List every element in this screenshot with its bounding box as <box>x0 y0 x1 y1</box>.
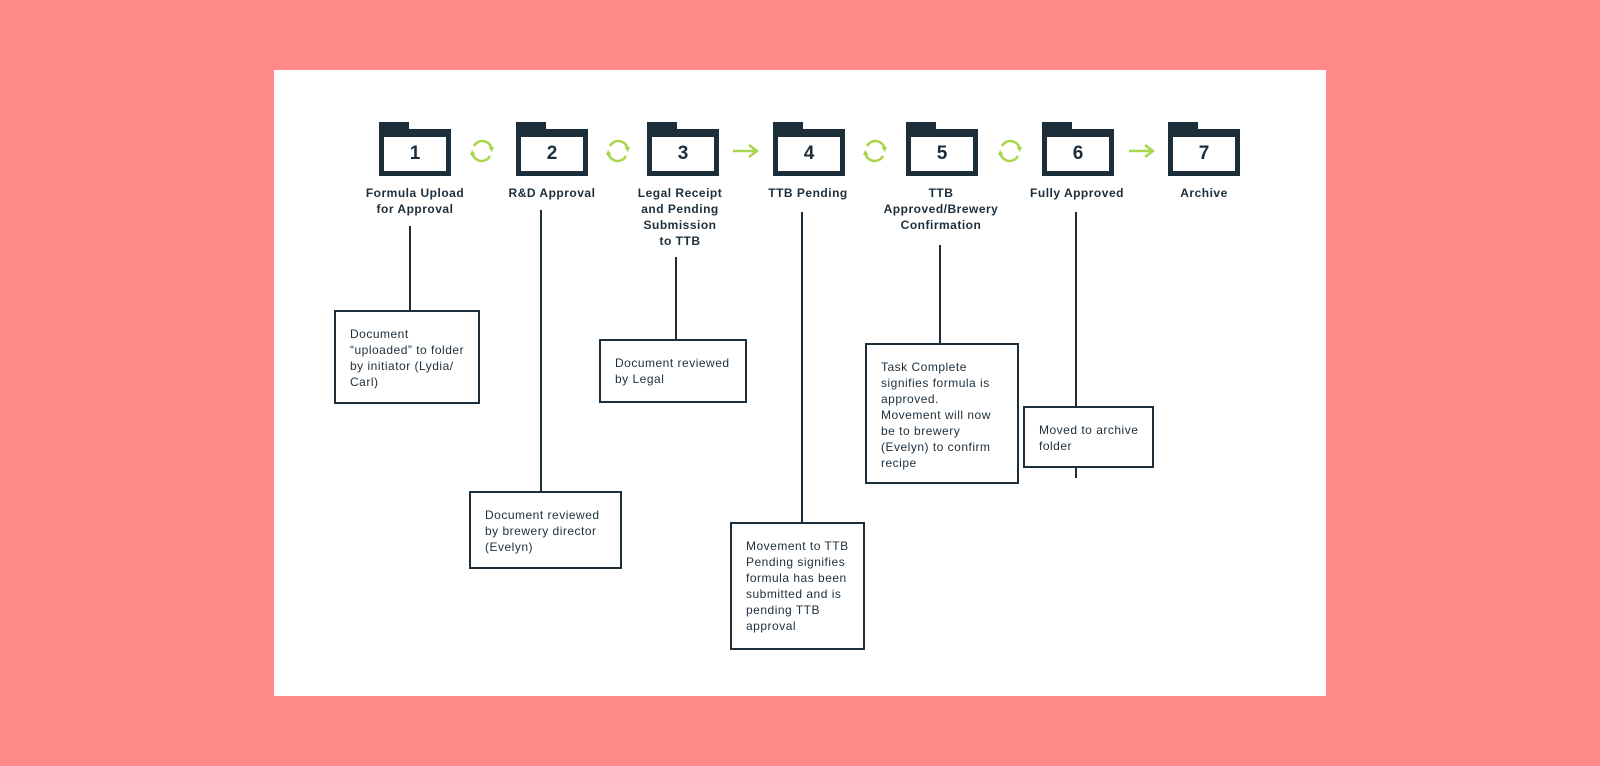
stage-number: 1 <box>384 137 446 171</box>
connector-line <box>1075 212 1077 478</box>
folder-icon: 3 <box>647 122 719 176</box>
stage-number: 3 <box>652 137 714 171</box>
stage-number: 5 <box>911 137 973 171</box>
stage-label: TTB Approved/Brewery Confirmation <box>883 186 999 232</box>
folder-icon: 4 <box>773 122 845 176</box>
connector-line <box>409 226 411 310</box>
note-box: Document “uploaded” to folder by initiat… <box>334 310 480 404</box>
cycle-arrows-icon <box>863 139 887 163</box>
stage-label: Fully Approved <box>1030 186 1124 200</box>
note-box: Movement to TTB Pending signifies formul… <box>730 522 865 650</box>
stage-label: TTB Pending <box>768 186 848 200</box>
folder-icon: 6 <box>1042 122 1114 176</box>
connector-line <box>939 245 941 345</box>
connector-line <box>540 210 542 562</box>
note-box: Task Complete signifies formula is appro… <box>865 343 1019 484</box>
note-box: Moved to archive folder <box>1023 406 1154 468</box>
right-arrow-icon <box>1129 144 1156 158</box>
note-box: Document reviewed by brewery director (E… <box>469 491 622 569</box>
stage-number: 7 <box>1173 137 1235 171</box>
folder-icon: 2 <box>516 122 588 176</box>
folder-icon: 1 <box>379 122 451 176</box>
connector-line <box>801 212 803 594</box>
stage-number: 4 <box>778 137 840 171</box>
stage-label: Formula Upload for Approval <box>365 186 465 216</box>
note-box: Document reviewed by Legal <box>599 339 747 403</box>
diagram-card: 1 Formula Upload for Approval 2 R&D Appr… <box>274 70 1326 696</box>
right-arrow-icon <box>733 144 760 158</box>
stage-number: 2 <box>521 137 583 171</box>
stage-label: Legal Receipt and Pending Submission to … <box>637 186 723 248</box>
folder-icon: 5 <box>906 122 978 176</box>
stage-number: 6 <box>1047 137 1109 171</box>
stage-label: R&D Approval <box>508 186 596 200</box>
folder-icon: 7 <box>1168 122 1240 176</box>
cycle-arrows-icon <box>998 139 1022 163</box>
connector-line <box>675 257 677 341</box>
cycle-arrows-icon <box>470 139 494 163</box>
stage-label: Archive <box>1180 186 1228 200</box>
cycle-arrows-icon <box>606 139 630 163</box>
